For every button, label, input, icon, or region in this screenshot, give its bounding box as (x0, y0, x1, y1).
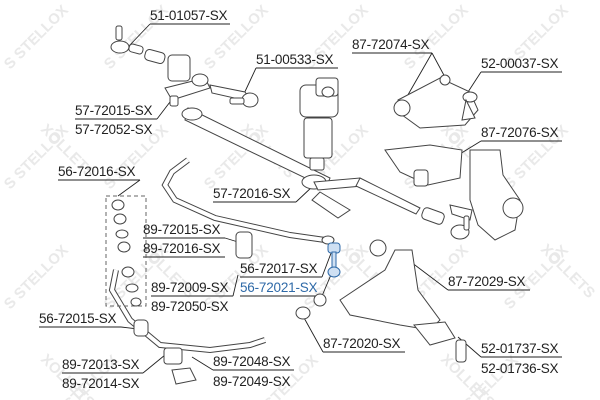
part-label-51-01057-sx[interactable]: 51-01057-SX (150, 8, 228, 23)
steering-knuckle (449, 149, 524, 241)
parts-artwork (105, 25, 524, 385)
part-label-89-72016-sx[interactable]: 89-72016-SX (143, 241, 221, 256)
stabilizer-link-kit (105, 195, 147, 307)
stellox-watermark: STELLOX (0, 0, 48, 2)
part-label-89-72048-sx[interactable]: 89-72048-SX (213, 354, 291, 369)
part-label-52-00037-sx[interactable]: 52-00037-SX (481, 56, 559, 71)
part-label-52-01737-sx[interactable]: 52-01737-SX (481, 341, 559, 356)
frame-bracket (384, 144, 463, 187)
upper-control-arm (393, 74, 479, 129)
part-label-52-01736-sx[interactable]: 52-01736-SX (481, 361, 559, 376)
bushing-56-72015 (133, 319, 149, 337)
part-label-89-72009-sx[interactable]: 89-72009-SX (151, 280, 229, 295)
part-label-89-72049-sx[interactable]: 89-72049-SX (213, 374, 291, 389)
bushing-87-72020 (295, 306, 311, 320)
idler-arm-57-72015 (164, 54, 211, 107)
outer-tie-rod (355, 177, 470, 240)
stabilizer-bar (108, 157, 335, 354)
part-label-87-72020-sx[interactable]: 87-72020-SX (323, 336, 401, 351)
part-label-87-72076-sx[interactable]: 87-72076-SX (481, 125, 559, 140)
svg-text:STELLOX: STELLOX (0, 0, 48, 2)
svg-text:S STELLOX: S STELLOX (1, 242, 72, 313)
part-label-56-72017-sx[interactable]: 56-72017-SX (240, 261, 318, 276)
part-label-89-72013-sx[interactable]: 89-72013-SX (62, 357, 140, 372)
part-label-89-72050-sx[interactable]: 89-72050-SX (151, 299, 229, 314)
stabilizer-clamp (163, 347, 197, 385)
lower-control-arm (313, 239, 467, 363)
part-label-51-00533-sx[interactable]: 51-00533-SX (256, 52, 334, 67)
part-label-57-72052-sx[interactable]: 57-72052-SX (75, 122, 153, 137)
part-label-87-72029-sx[interactable]: 87-72029-SX (448, 274, 526, 289)
part-label-56-72016-sx[interactable]: 56-72016-SX (58, 164, 136, 179)
leader-lines (39, 23, 562, 374)
center-link (181, 107, 363, 219)
tie-rod-end-51-01057 (110, 25, 166, 64)
part-label-56-72015-sx[interactable]: 56-72015-SX (39, 311, 117, 326)
part-label-56-72021-sx[interactable]: 56-72021-SX (240, 280, 318, 295)
stabilizer-link-56-72021 (327, 242, 341, 278)
part-label-89-72015-sx[interactable]: 89-72015-SX (143, 222, 221, 237)
part-label-87-72074-sx[interactable]: 87-72074-SX (352, 37, 430, 52)
svg-text:S STELLOX: S STELLOX (1, 2, 72, 73)
part-label-89-72014-sx[interactable]: 89-72014-SX (62, 376, 140, 391)
steering-gearbox (299, 77, 339, 171)
tie-rod-51-00533 (209, 84, 259, 108)
part-label-57-72015-sx[interactable]: 57-72015-SX (75, 103, 153, 118)
part-label-57-72016-sx[interactable]: 57-72016-SX (213, 186, 291, 201)
